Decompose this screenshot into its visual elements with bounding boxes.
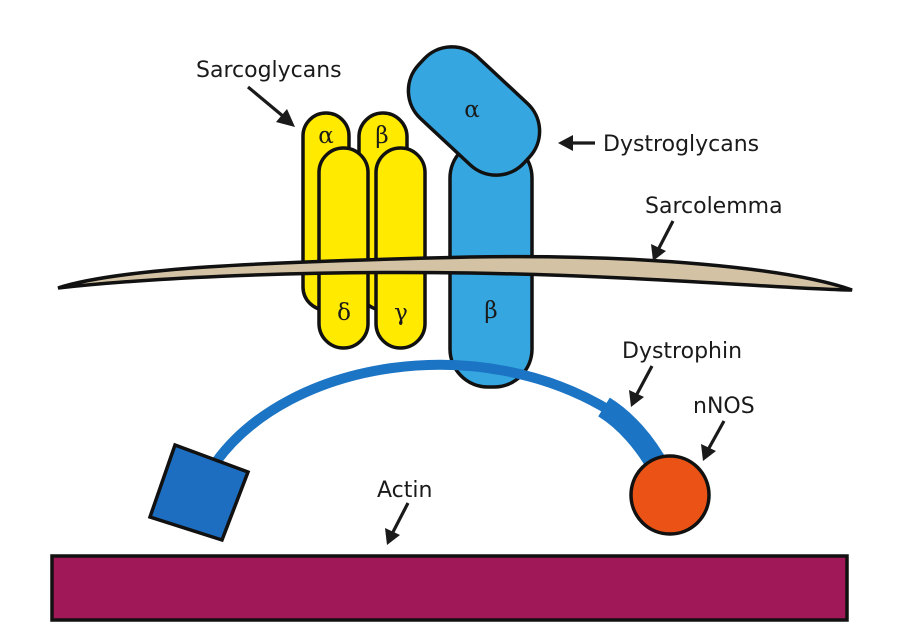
sarcoglycan-alpha-label: α (318, 123, 334, 149)
dystrophin-n-terminal-square (147, 442, 251, 543)
sarcoglycan-delta: δ (317, 146, 370, 350)
sarcoglycan-delta-label: δ (337, 300, 351, 326)
nnos-label: nNOS (693, 394, 755, 419)
sarcolemma-label: Sarcolemma (645, 194, 783, 219)
dystrophin-arrow (629, 365, 654, 407)
nnos-circle (629, 454, 711, 536)
dystrophin-rod (211, 359, 615, 465)
nnos-arrow (701, 420, 726, 461)
sarcoglycans-label: Sarcoglycans (196, 58, 342, 83)
sarcolemma-membrane (57, 254, 853, 292)
sarcoglycan-beta-label: β (375, 123, 388, 149)
dystroglycan-alpha: α (406, 45, 542, 177)
dystroglycan-beta-label: β (484, 298, 497, 324)
actin-label: Actin (377, 478, 432, 503)
dystrophin-label: Dystrophin (622, 339, 742, 364)
actin-filament (50, 554, 849, 622)
sarcoglycan-gamma: γ (374, 146, 427, 350)
dystroglycans-arrow (558, 135, 595, 151)
sarcoglycan-gamma-label: γ (394, 300, 408, 326)
sarcoglycans-arrow (246, 85, 295, 127)
actin-arrow (385, 502, 410, 545)
dystroglycans-label: Dystroglycans (603, 132, 759, 157)
dystroglycan-alpha-label: α (464, 97, 480, 123)
sarcolemma-arrow (651, 220, 675, 261)
